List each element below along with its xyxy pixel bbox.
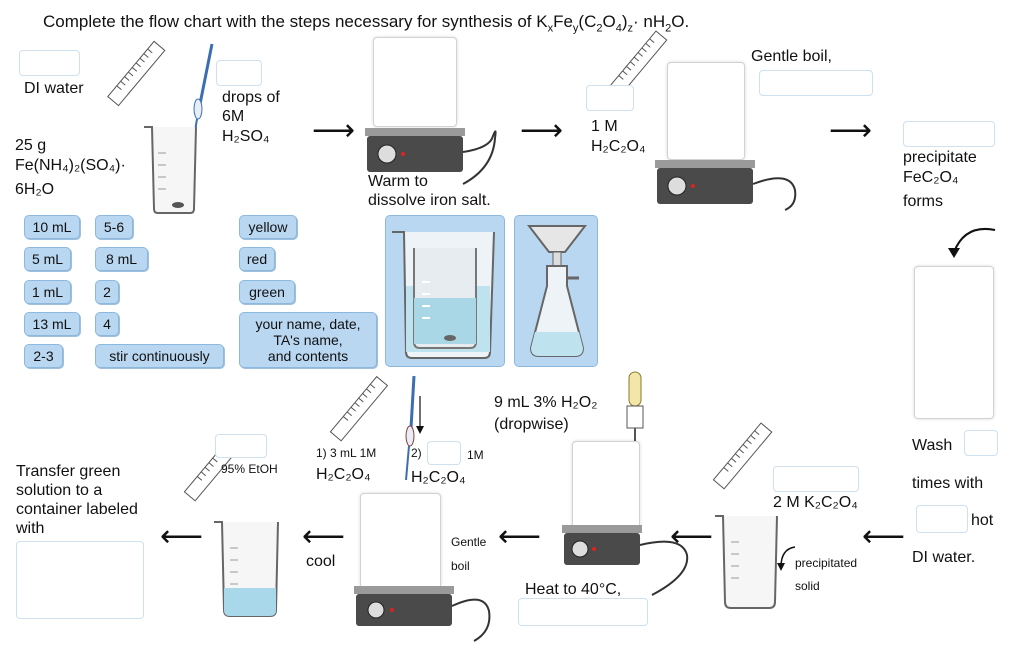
tile-5ml[interactable]: 5 mL <box>24 247 71 271</box>
arrow-left-3: ⟵ <box>498 520 542 553</box>
etoh-label: 95% EtOH <box>221 462 278 476</box>
arrow-right-3: ⟶ <box>829 114 873 147</box>
tile-8ml[interactable]: 8 mL <box>95 247 148 271</box>
filter-flask-icon <box>526 225 588 357</box>
dropwise-label: (dropwise) <box>494 416 569 433</box>
transfer-label-2: solution to a <box>16 482 103 499</box>
drop-target-second-volume[interactable] <box>427 441 461 465</box>
di-water-wash-label: DI water. <box>912 549 976 566</box>
drop-card-step3[interactable] <box>667 62 745 160</box>
drop-target-precipitate-color[interactable] <box>903 121 995 147</box>
hotplate-icon <box>365 128 497 185</box>
hotplate-icon <box>655 160 797 211</box>
hotplate-icon <box>354 586 491 642</box>
tile-13ml[interactable]: 13 mL <box>24 312 80 336</box>
drop-card-step2[interactable] <box>373 37 457 127</box>
drop-target-wash-count[interactable] <box>964 430 998 456</box>
warm-label: Warm to <box>368 173 428 190</box>
gentle-label: Gentle <box>451 535 487 549</box>
solid-label: solid <box>795 579 820 593</box>
drop-target-oxalic-volume[interactable] <box>586 85 634 111</box>
arrow-left-1: ⟵ <box>862 520 906 553</box>
drop-target-etoh-volume[interactable] <box>215 434 267 458</box>
precipitated-label: precipitated <box>795 556 858 570</box>
boil-label: boil <box>451 559 470 573</box>
drop-target-acid-drops[interactable] <box>216 60 262 86</box>
water-bath-icon <box>392 231 495 359</box>
beaker-icon <box>715 515 778 609</box>
drop-card-step8[interactable] <box>360 493 441 589</box>
tile-red[interactable]: red <box>239 247 275 271</box>
pointer-arrow-icon <box>777 546 796 571</box>
hot-label: hot <box>971 512 994 529</box>
drop-target-k2c2o4-volume[interactable] <box>773 466 859 492</box>
tile-yellow[interactable]: yellow <box>239 215 297 239</box>
tile-10ml[interactable]: 10 mL <box>24 215 80 239</box>
graduated-cylinder-icon <box>329 375 389 442</box>
oxalic-label: H₂C₂O₄ <box>591 138 646 155</box>
di-water-label: DI water <box>24 80 84 97</box>
gentle-boil-label: Gentle boil, <box>751 48 832 65</box>
beaker-icon <box>144 126 197 214</box>
oxalic-conc-label: 1 M <box>591 118 618 135</box>
drop-target-heat-condition[interactable] <box>518 598 648 626</box>
page-title: Complete the flow chart with the steps n… <box>43 12 690 35</box>
arrow-left-2: ⟵ <box>670 520 714 553</box>
drop-target-wash-volume[interactable] <box>916 505 968 533</box>
times-with-label: times with <box>912 475 984 492</box>
wash-label: Wash <box>912 437 953 454</box>
step8-one-reagent-label: H₂C₂O₄ <box>316 466 371 483</box>
hotplate-icon <box>562 525 689 596</box>
tile-4[interactable]: 4 <box>95 312 119 336</box>
dissolve-label: dissolve iron salt. <box>368 192 491 209</box>
arrow-left-4: ⟵ <box>302 520 346 553</box>
iron-salt-hydrate-label: 6H₂O <box>15 181 55 198</box>
arrow-right-2: ⟶ <box>520 114 564 147</box>
precipitate-label: precipitate <box>903 149 977 166</box>
tile-stir-continuously[interactable]: stir continuously <box>95 344 224 368</box>
h2so4-label: H₂SO₄ <box>222 128 270 145</box>
pipette-icon <box>405 375 424 481</box>
drop-card-step5[interactable] <box>914 266 994 419</box>
tile-filter-flask[interactable] <box>514 215 598 367</box>
transfer-label-4: with <box>16 520 45 537</box>
drop-target-di-water-volume[interactable] <box>19 50 80 76</box>
step8-two-reagent-label: H₂C₂O₄ <box>411 469 466 486</box>
tile-1ml[interactable]: 1 mL <box>24 280 71 304</box>
arrow-right-1: ⟶ <box>312 114 356 147</box>
arrow-left-5: ⟵ <box>160 520 204 553</box>
drop-target-label-contents[interactable] <box>16 541 144 619</box>
tile-5-6[interactable]: 5-6 <box>95 215 133 239</box>
graduated-cylinder-icon <box>607 30 668 98</box>
heat-label: Heat to 40°C, <box>525 581 622 598</box>
tile-green[interactable]: green <box>239 280 295 304</box>
fec2o4-label: FeC₂O₄ <box>903 169 959 186</box>
step8-two-conc-label: 1M <box>467 448 484 462</box>
graduated-cylinder-icon <box>107 40 166 107</box>
iron-salt-label: Fe(NH₄)₂(SO₄)· <box>15 157 126 174</box>
tile-name-label[interactable]: your name, date, TA's name, and contents <box>239 312 377 368</box>
six-m-label: 6M <box>222 108 245 125</box>
tile-2[interactable]: 2 <box>95 280 119 304</box>
graduated-cylinder-icon <box>712 422 773 490</box>
forms-label: forms <box>903 193 943 210</box>
beaker-icon <box>214 521 279 617</box>
tile-water-bath[interactable] <box>385 215 505 367</box>
drops-of-label: drops of <box>222 89 280 106</box>
tile-2-3[interactable]: 2-3 <box>24 344 63 368</box>
transfer-label-3: container labeled <box>16 501 138 518</box>
step8-two-label: 2) <box>411 446 422 460</box>
mass-label: 25 g <box>15 137 47 154</box>
cool-label: cool <box>306 553 336 570</box>
step8-one-label: 1) 3 mL 1M <box>316 446 377 460</box>
drop-card-step7[interactable] <box>572 441 640 531</box>
drop-target-boil-condition[interactable] <box>759 70 873 96</box>
curved-arrow-icon <box>948 228 996 258</box>
k2c2o4-label: 2 M K₂C₂O₄ <box>773 494 858 511</box>
h2o2-label: 9 mL 3% H₂O₂ <box>494 394 598 411</box>
transfer-label-1: Transfer green <box>16 463 121 480</box>
